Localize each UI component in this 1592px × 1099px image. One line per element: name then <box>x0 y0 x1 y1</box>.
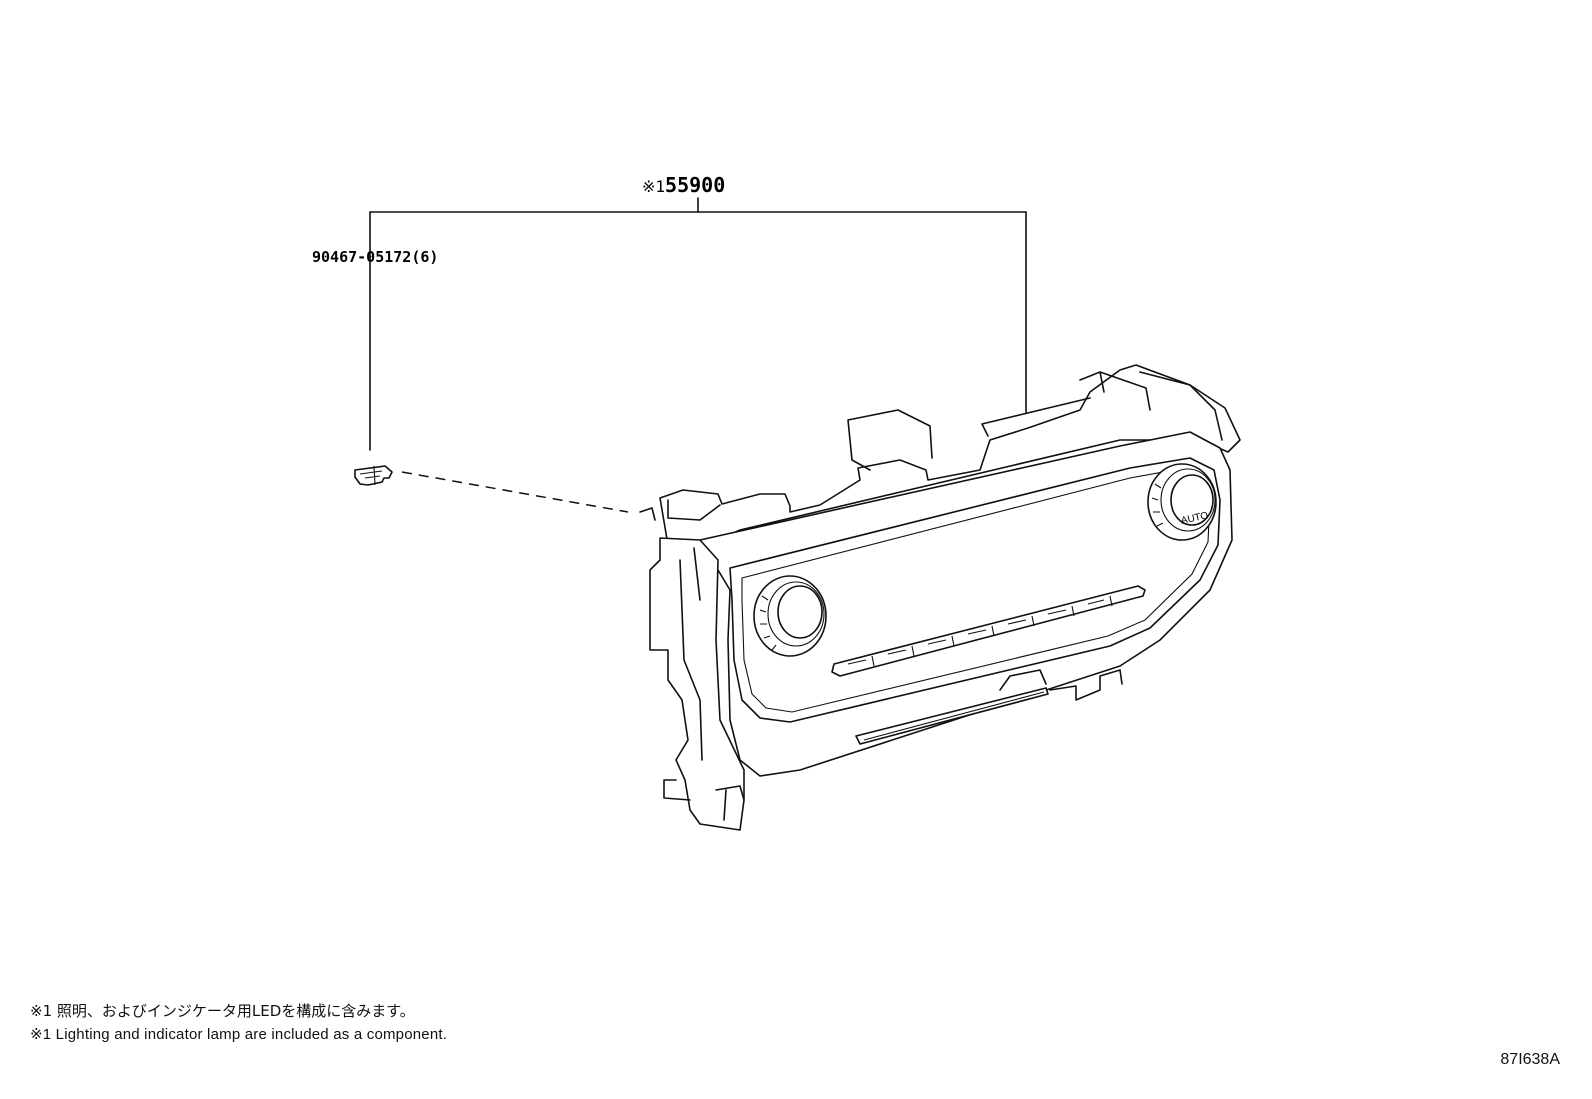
temperature-knob-left <box>753 575 827 657</box>
assembly-dashed-line <box>401 471 629 513</box>
callout-sub-label: 90467-05172(6) <box>312 248 438 266</box>
diagram-code: 87I638A <box>1500 1051 1560 1068</box>
leader-bracket <box>369 197 1027 451</box>
auto-knob-right: AUTO <box>1147 463 1217 541</box>
footnote-japanese: ※1 照明、およびインジケータ用LEDを構成に含みます。 <box>30 1002 415 1020</box>
climate-control-panel: AUTO <box>639 364 1241 831</box>
footnote-english: ※1 Lighting and indicator lamp are inclu… <box>30 1026 448 1043</box>
led-bulb-part <box>354 465 393 486</box>
button-row <box>831 585 1146 677</box>
callout-main-label: ※155900 <box>642 173 725 197</box>
